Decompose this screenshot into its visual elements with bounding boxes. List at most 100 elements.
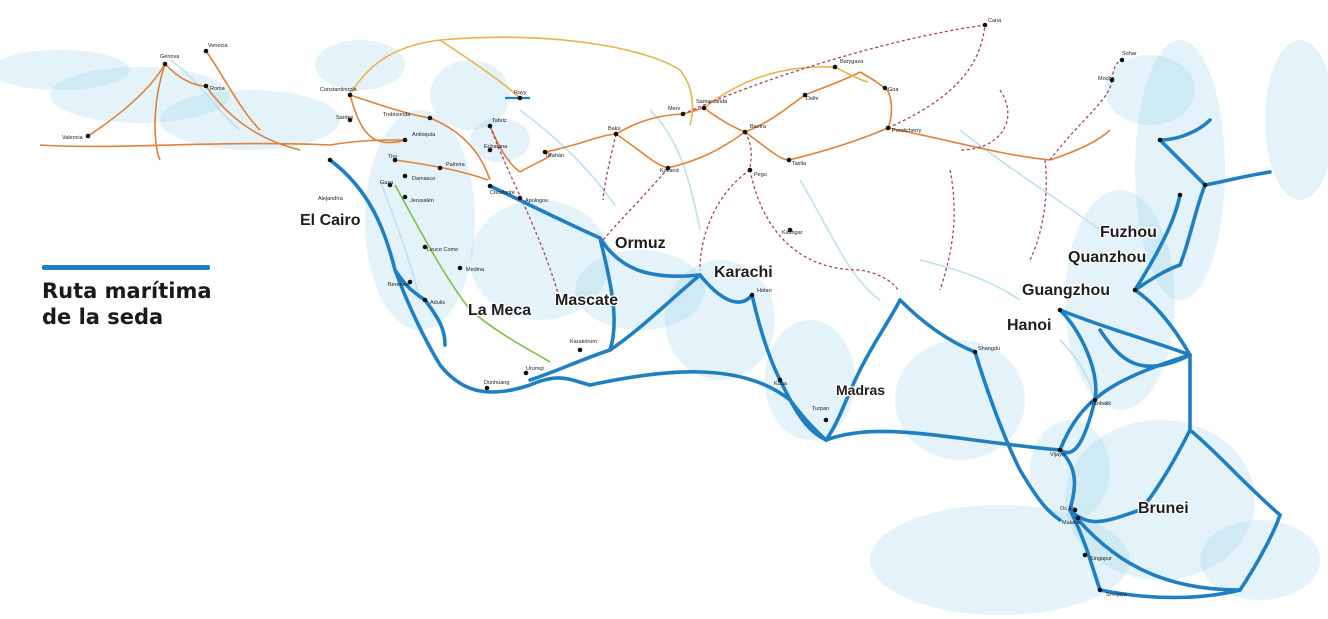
minor-city-label: Ctesifonte: [490, 190, 515, 196]
sea-route-1: [393, 268, 427, 302]
city-dot-48: [1072, 507, 1078, 513]
major-city-label: Karachi: [714, 264, 773, 281]
city-dot-13: [402, 194, 408, 200]
minor-city-label: Constantinopla: [320, 87, 358, 93]
orange-route-17: [703, 107, 746, 133]
city-dot-49: [1075, 515, 1081, 521]
sea-route-30: [1203, 170, 1272, 187]
city-dot-18: [487, 123, 493, 129]
coast-shade-6: [470, 200, 610, 320]
orange-route-13: [544, 133, 617, 153]
coast-shade-13: [870, 505, 1130, 615]
minor-city-label: Taxila: [792, 161, 807, 167]
city-dot-32: [882, 85, 888, 91]
minor-city-label: Srivijaya: [1106, 592, 1128, 598]
sea-route-24: [1133, 288, 1192, 357]
orange-route-10: [394, 159, 489, 181]
orange-route-4: [154, 63, 166, 161]
orange-route-21: [744, 131, 790, 161]
city-dot-8: [392, 157, 398, 163]
sea-route-26: [1133, 263, 1182, 292]
river-2: [519, 109, 616, 206]
coast-shade-16: [1030, 420, 1110, 520]
minor-city-label: Samarcanda: [696, 99, 728, 105]
legend-title: Ruta marítima de la seda: [42, 278, 212, 330]
dashed-route-12: [939, 169, 955, 291]
sea-route-4: [598, 236, 702, 278]
city-dot-53: [1132, 287, 1138, 293]
orange-route-1: [164, 63, 207, 87]
minor-city-label: Adulis: [430, 300, 445, 306]
minor-city-label: Roma: [210, 86, 226, 92]
minor-city-label: Bactra: [750, 124, 767, 130]
minor-city-label: Singapur: [1090, 556, 1112, 562]
city-dot-36: [1119, 57, 1125, 63]
minor-city-label: Turpan: [812, 406, 829, 412]
minor-city-label: Tabriz: [492, 118, 507, 124]
land-routes: [39, 36, 1111, 363]
city-dot-19: [487, 147, 493, 153]
major-city-label: Quanzhou: [1068, 249, 1146, 266]
minor-city-label: Ecbatana: [484, 144, 508, 150]
city-dot-11: [387, 182, 393, 188]
minor-city-label: Pegu: [754, 172, 767, 178]
city-dot-30: [802, 92, 808, 98]
minor-city-label: Mocha: [1098, 76, 1115, 82]
city-dot-35: [1109, 77, 1115, 83]
minor-city-label: Medina: [466, 267, 485, 273]
yellow-route-1: [439, 39, 521, 99]
sea-route-23: [1058, 308, 1192, 357]
minor-city-label: Goa: [888, 87, 899, 93]
minor-city-label: Oc Eo: [1060, 506, 1075, 512]
yellow-route-3: [834, 66, 869, 83]
minor-city-label: Berenice: [388, 282, 410, 288]
major-city-label: Mascate: [555, 292, 618, 309]
city-dot-14: [422, 244, 428, 250]
city-dot-23: [517, 95, 523, 101]
river-0: [169, 59, 241, 131]
city-dot-7: [402, 137, 408, 143]
city-dot-17: [422, 297, 428, 303]
coast-shade-2: [160, 90, 340, 150]
city-dot-46: [1092, 397, 1098, 403]
sea-route-5: [598, 236, 616, 352]
city-dot-6: [347, 117, 353, 123]
orange-route-0: [87, 63, 166, 137]
sea-route-12: [898, 298, 977, 354]
city-dot-44: [577, 347, 583, 353]
city-dot-39: [749, 292, 755, 298]
coast-shade-11: [1065, 190, 1175, 410]
city-dot-41: [823, 417, 829, 423]
major-city-label: El Cairo: [300, 212, 361, 229]
coast-shade-18: [1105, 55, 1195, 125]
city-dot-43: [484, 385, 490, 391]
city-dot-0: [85, 133, 91, 139]
sea-route-16: [1068, 508, 1102, 592]
minor-city-label: Kuqa: [774, 381, 788, 387]
major-city-label: Madras: [836, 382, 885, 398]
city-dot-50: [1082, 552, 1088, 558]
orange-route-25: [887, 127, 1051, 161]
city-dot-20: [487, 183, 493, 189]
minor-city-label: Palmira: [446, 162, 466, 168]
city-dot-29: [786, 157, 792, 163]
city-dot-52: [1057, 307, 1063, 313]
minor-city-label: Leuce Come: [427, 247, 458, 253]
sea-route-7: [608, 273, 702, 352]
major-city-label: La Meca: [468, 302, 531, 319]
sea-route-11: [824, 298, 902, 442]
orange-route-2: [205, 50, 261, 131]
river-3: [799, 179, 881, 301]
coast-shade-19: [470, 118, 530, 162]
orange-route-12: [519, 151, 552, 173]
dashed-route-7: [744, 131, 752, 171]
orange-route-19: [804, 71, 861, 96]
major-city-label: Ormuz: [615, 235, 666, 252]
sea-route-32: [1138, 428, 1192, 512]
city-dot-15: [457, 265, 463, 271]
coast-shade-0: [0, 50, 130, 90]
legend-title-line-2: de la seda: [42, 305, 164, 329]
sea-route-21: [1058, 308, 1098, 402]
city-dot-26: [701, 105, 707, 111]
sea-route-22: [1058, 398, 1097, 455]
